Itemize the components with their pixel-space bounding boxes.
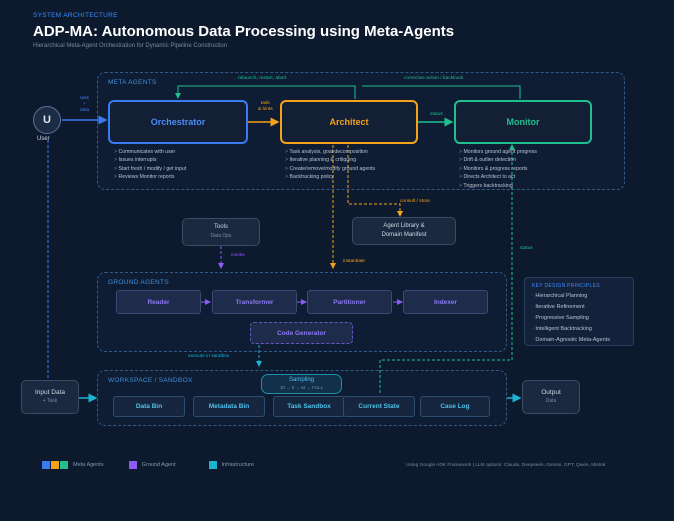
user-initial: U [43,114,51,126]
legend-meta-label: Meta Agents [73,462,104,468]
legend-swatch-ground [128,461,137,469]
input-data-title: Input Data [35,389,65,396]
task-sandbox-node[interactable]: Task Sandbox [273,396,345,417]
output-sub: Data [545,398,557,404]
page-title: ADP-MA: Autonomous Data Processing using… [33,23,455,40]
legend: Meta Agents Ground Agent Infrastructure [42,461,254,469]
edge-task-hints: task& hints [258,101,273,112]
data-bin-node[interactable]: Data Bin [113,396,185,417]
edge-instantiate: instantiate [343,259,365,264]
legend-swatch-monitor [60,461,68,469]
monitor-node[interactable]: Monitor [454,100,592,144]
partitioner-node[interactable]: Partitioner [307,290,392,314]
edge-task-data: task+data [80,96,90,113]
tools-title: Tools [213,224,228,230]
principles-panel: KEY DESIGN PRINCIPLES Hierarchical Plann… [524,277,634,346]
architect-node[interactable]: Architect [280,100,418,144]
architect-title: Architect [329,117,369,127]
sampling-title: Sampling [288,377,314,383]
principle-item: Intelligent Backtracking [532,324,626,335]
input-data-node[interactable]: Input Data + Task [21,380,79,414]
edge-corrective: corrective action / backtrack [404,76,464,81]
ground-agents-label: GROUND AGENTS [108,279,169,286]
legend-swatch-architect [51,461,59,469]
principle-item: Domain-Agnostic Meta-Agents [532,335,626,346]
legend-infra-label: Infrastructure [221,462,254,468]
reader-node[interactable]: Reader [116,290,201,314]
transformer-node[interactable]: Transformer [212,290,297,314]
monitor-bullets: Monitors ground agent progress Drift & o… [459,148,537,190]
monitor-title: Monitor [506,117,540,127]
current-state-node[interactable]: Current State [343,396,415,417]
sampling-formula: 10 → 5 → M → FULL [279,385,324,390]
output-node[interactable]: Output Data [522,380,580,414]
legend-swatch-orchestrator [42,461,50,469]
agent-library-line2: Domain Manifest [381,232,427,238]
indexer-node[interactable]: Indexer [403,290,488,314]
principle-item: Progressive Sampling [532,313,626,324]
principle-item: Iterative Refinement [532,302,626,313]
agent-library-node[interactable]: Agent Library & Domain Manifest [352,217,456,245]
page-subtitle: Hierarchical Meta-Agent Orchestration fo… [33,43,228,49]
orchestrator-bullets: Communicates with user Issues interrupts… [114,148,186,182]
orchestrator-node[interactable]: Orchestrator [108,100,248,144]
tools-sub: Data Ops [210,233,232,239]
input-data-sub: + Task [42,398,58,404]
case-log-node[interactable]: Case Log [420,396,490,417]
code-generator-node[interactable]: Code Generator [250,322,353,344]
user-avatar[interactable]: U [33,106,61,134]
legend-swatch-infra [208,461,217,469]
eyebrow-label: SYSTEM ARCHITECTURE [33,12,118,19]
metadata-bin-node[interactable]: Metadata Bin [193,396,265,417]
orchestrator-title: Orchestrator [150,117,206,127]
tools-node[interactable]: Tools Data Ops [182,218,260,246]
user-label: User [37,136,50,142]
meta-agents-label: META AGENTS [108,79,157,86]
principle-item: Hierarchical Planning [532,291,626,302]
edge-status-up: status [520,246,533,251]
edge-relaunch: relaunch, restart, abort [238,76,287,81]
sampling-node[interactable]: Sampling 10 → 5 → M → FULL [261,374,342,394]
output-title: Output [541,389,561,396]
edge-consult: consult / store [400,199,430,204]
edge-invoke: invoke [231,253,245,258]
agent-library-line1: Agent Library & [383,223,425,229]
edge-status: status [430,112,443,117]
architect-bullets: Task analysis, goal decomposition Iterat… [285,148,375,182]
footer-note: Using Google ADK Framework | LLM options… [406,463,606,468]
workspace-label: WORKSPACE / SANDBOX [108,377,193,384]
legend-ground-label: Ground Agent [141,462,176,468]
edge-execute: execute in sandbox [188,354,230,359]
principles-heading: KEY DESIGN PRINCIPLES [532,283,600,289]
